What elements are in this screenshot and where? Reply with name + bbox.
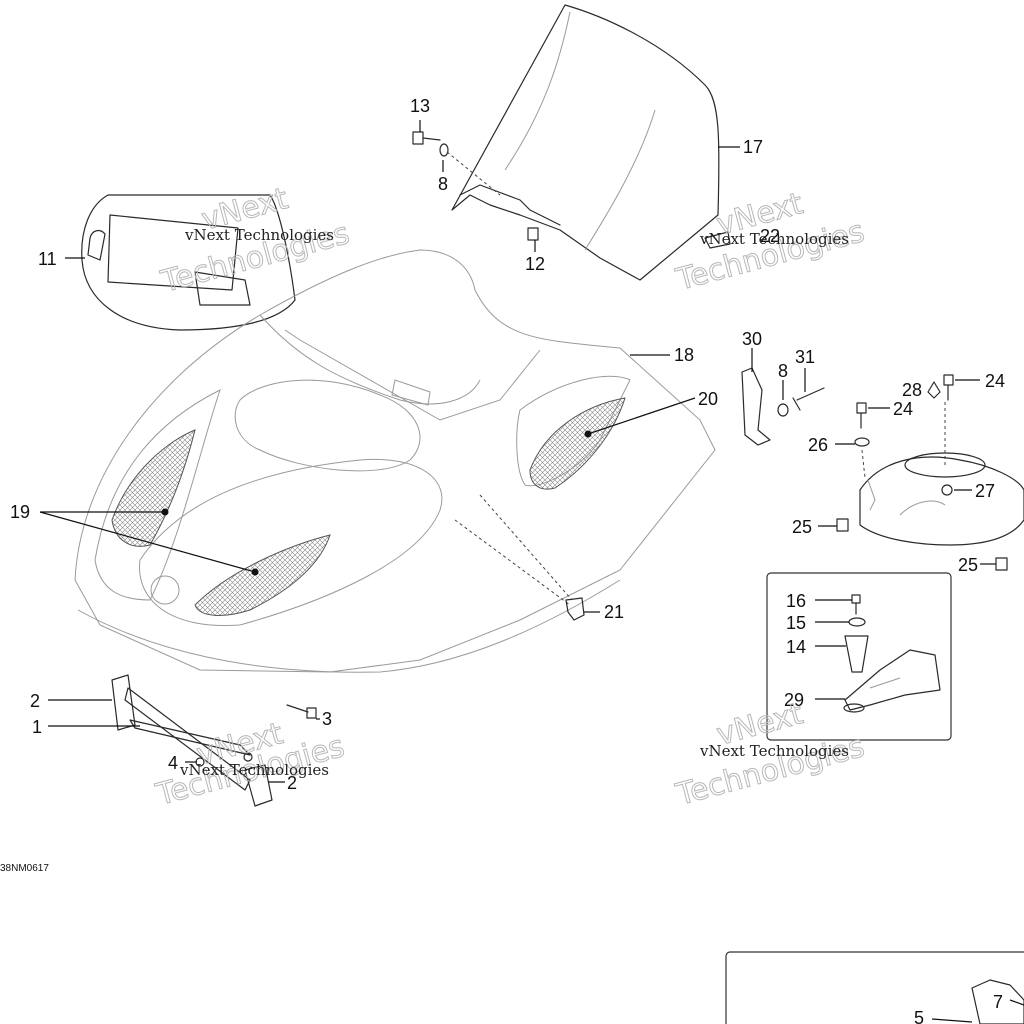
watermark-line1: vNext Technologies bbox=[179, 761, 329, 779]
watermark-line1: vNext Technologies bbox=[699, 742, 849, 760]
drawing-code: 38NM0617 bbox=[0, 863, 49, 874]
watermark-bottom-left: vNext Technologies vNext Technologies bbox=[152, 716, 349, 814]
nut-28 bbox=[927, 381, 941, 399]
mount-bracket-assembly bbox=[111, 674, 273, 807]
bolt-13 bbox=[412, 131, 441, 145]
hood bbox=[74, 249, 716, 673]
callout-14: 14 bbox=[786, 637, 806, 657]
callout-30: 30 bbox=[742, 329, 762, 349]
leader-dot-20 bbox=[584, 430, 592, 438]
callout-8-right: 8 bbox=[778, 361, 788, 381]
callout-28: 28 bbox=[902, 380, 922, 400]
callout-12: 12 bbox=[525, 254, 545, 274]
bracket-29 bbox=[843, 649, 941, 713]
callout-8-top: 8 bbox=[438, 174, 448, 194]
callout-31: 31 bbox=[795, 347, 815, 367]
callout-17: 17 bbox=[743, 137, 763, 157]
rivet-31 bbox=[792, 387, 825, 411]
callout-18: 18 bbox=[674, 345, 694, 365]
callout-3: 3 bbox=[322, 709, 332, 729]
callout-11: 11 bbox=[38, 249, 57, 269]
vent-mesh-left bbox=[111, 429, 196, 547]
watermark-top-left: vNext Technologies vNext Technologies bbox=[157, 181, 354, 301]
washer-26 bbox=[854, 437, 870, 447]
callout-27: 27 bbox=[975, 481, 995, 501]
callout-24-right: 24 bbox=[985, 371, 1005, 391]
callout-21: 21 bbox=[604, 602, 624, 622]
callout-1: 1 bbox=[32, 717, 42, 737]
callout-19: 19 bbox=[10, 502, 30, 522]
spacer-25-left bbox=[836, 518, 849, 532]
washer-8-right bbox=[777, 403, 789, 417]
bracket-30 bbox=[741, 367, 771, 446]
grommet-27 bbox=[941, 484, 953, 496]
bolt-3 bbox=[286, 704, 317, 719]
spacer-25-right bbox=[995, 557, 1008, 571]
bumper-14 bbox=[844, 635, 869, 673]
callout-2-left: 2 bbox=[30, 691, 40, 711]
washer-15 bbox=[848, 617, 866, 627]
watermark-line1: vNext Technologies bbox=[184, 226, 334, 244]
callout-2-right: 2 bbox=[287, 773, 297, 793]
leader-lines bbox=[39, 120, 996, 783]
clip-21 bbox=[565, 597, 585, 621]
watermark-top-right: vNext Technologies vNext Technologies bbox=[672, 186, 869, 299]
callout-13: 13 bbox=[410, 96, 430, 116]
bolt-24-right bbox=[943, 374, 954, 401]
callout-20: 20 bbox=[698, 389, 718, 409]
callout-15: 15 bbox=[786, 613, 806, 633]
callout-5: 5 bbox=[914, 1008, 924, 1024]
callout-25-left: 25 bbox=[792, 517, 812, 537]
windshield bbox=[451, 4, 720, 281]
leader-dot-19a bbox=[161, 508, 169, 516]
leader-dot-19b bbox=[251, 568, 259, 576]
console-27 bbox=[859, 452, 1024, 546]
vent-mesh-right bbox=[529, 397, 626, 490]
washer-8-top bbox=[439, 143, 449, 157]
nut-12 bbox=[527, 227, 539, 241]
callout-16: 16 bbox=[786, 591, 806, 611]
callout-7: 7 bbox=[993, 992, 1003, 1012]
bracket-22 bbox=[704, 231, 731, 249]
watermark-bottom-right: vNext Technologies vNext Technologies bbox=[672, 696, 869, 814]
callout-4: 4 bbox=[168, 753, 178, 773]
callout-22: 22 bbox=[760, 226, 780, 246]
callout-24-left: 24 bbox=[893, 399, 913, 419]
bolt-16 bbox=[851, 594, 861, 615]
callout-26: 26 bbox=[808, 435, 828, 455]
callout-25-right: 25 bbox=[958, 555, 978, 575]
detail-inset-box bbox=[766, 572, 952, 741]
bottom-inset-box bbox=[725, 951, 1024, 1024]
watermark-line1: vNext Technologies bbox=[699, 230, 849, 248]
callout-29: 29 bbox=[784, 690, 804, 710]
bolt-24-left bbox=[856, 402, 867, 429]
vent-mesh-center bbox=[194, 534, 331, 616]
gauge-panel bbox=[81, 194, 296, 331]
